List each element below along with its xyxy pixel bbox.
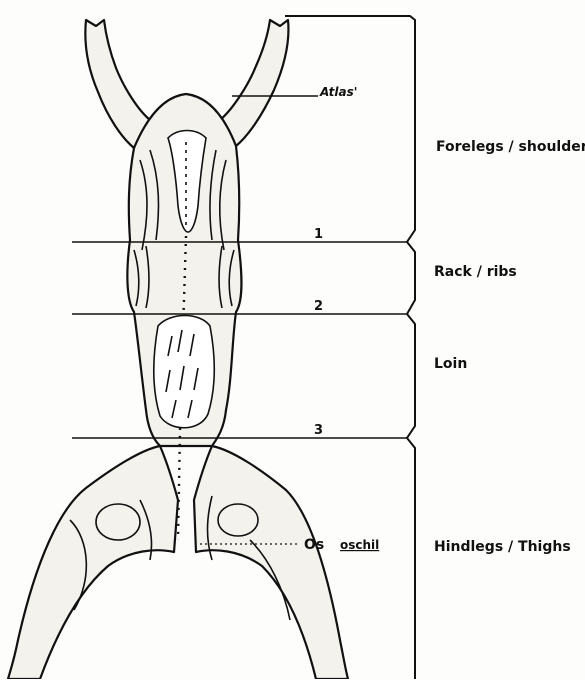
oschil-label: oschil bbox=[340, 538, 379, 552]
cut-number-2: 2 bbox=[314, 299, 323, 314]
right-foreleg bbox=[220, 20, 288, 146]
cut-line-numbers: 1 2 3 bbox=[314, 227, 323, 438]
region-label-hindlegs: Hindlegs / Thighs bbox=[434, 539, 571, 555]
region-label-rack: Rack / ribs bbox=[434, 264, 517, 280]
region-label-loin: Loin bbox=[434, 356, 467, 372]
loin-muscle bbox=[154, 316, 215, 428]
left-foreleg bbox=[85, 20, 150, 148]
left-hindleg bbox=[8, 446, 178, 679]
right-hindleg bbox=[194, 446, 348, 679]
cut-number-1: 1 bbox=[314, 227, 323, 242]
os-label: Os bbox=[304, 537, 324, 553]
atlas-label: Atlas' bbox=[319, 85, 357, 99]
region-label-forelegs: Forelegs / shoulder bbox=[436, 139, 585, 155]
cut-number-3: 3 bbox=[314, 423, 323, 438]
